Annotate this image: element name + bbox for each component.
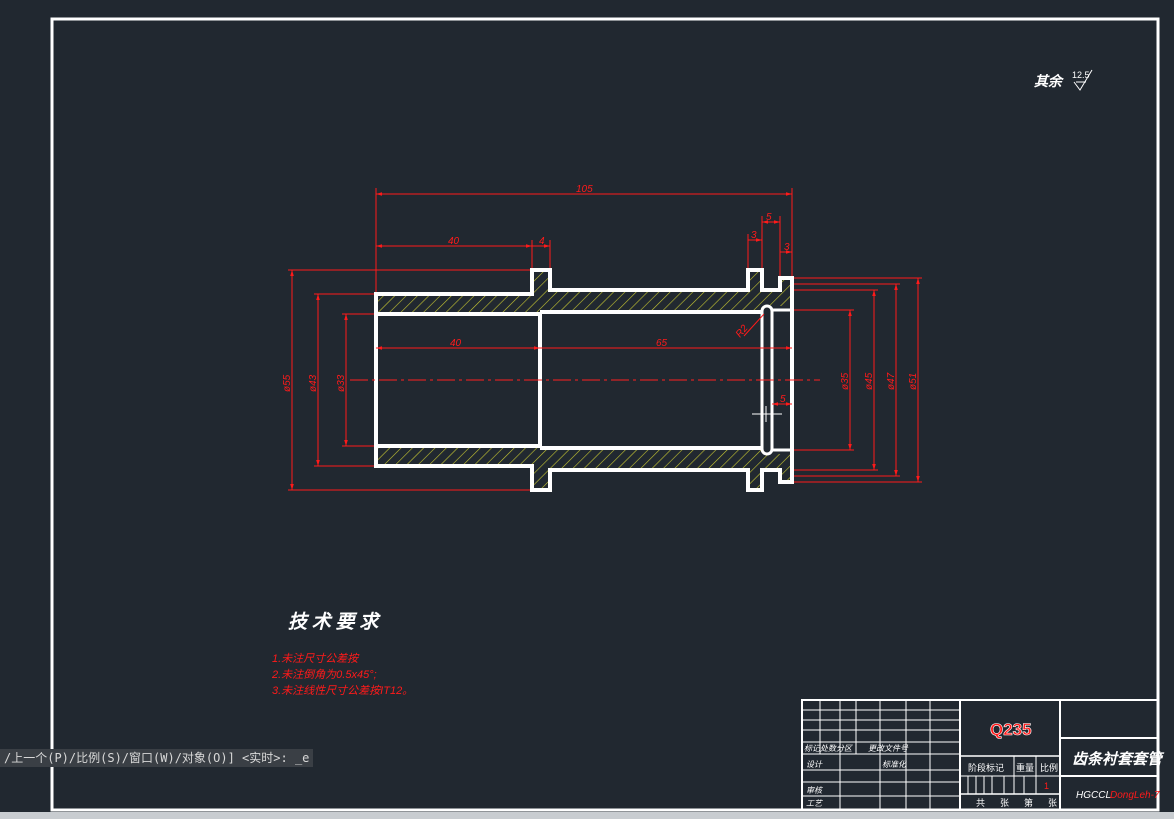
dim-d51: ø51 [908,373,919,390]
tech-item-1: 1.未注尺寸公差按 [272,652,360,665]
sheet-unit-label: 张 [1000,798,1009,808]
dim-3b: 3 [784,242,790,253]
dim-d47: ø47 [886,372,897,390]
status-strip [0,812,1174,819]
design-label: 设计 [806,760,823,769]
sheet-total-label: 共 [976,798,985,808]
sheet-unit2-label: 张 [1048,798,1057,808]
command-line[interactable]: /上一个(P)/比例(S)/窗口(W)/对象(O)] <实时>: _e [0,749,314,767]
weight-label: 重量 [1016,762,1034,773]
stage-mark-label: 阶段标记 [968,762,1004,773]
check-label: 审核 [806,786,824,795]
dim-4: 4 [539,236,545,247]
dim-5-small: 5 [780,394,786,405]
outer-contour [374,268,794,492]
part-name: 齿条衬套套管 [1072,751,1165,768]
drawing-code: HGCCL [1076,790,1111,801]
tech-requirements: 技 术 要 求 1.未注尺寸公差按 2.未注倒角为0.5x45°; 3.未注线性… [271,611,413,697]
sheet-no-label: 第 [1024,797,1033,808]
scale-label: 比例 [1040,762,1058,773]
outer-frame [50,17,1160,812]
dim-d35: ø35 [840,372,851,390]
dim-65: 65 [656,338,668,349]
dimensions [288,188,922,491]
tech-item-3: 3.未注线性尺寸公差按IT12。 [272,684,413,697]
tech-title: 技 术 要 求 [288,611,381,633]
scale-value: 1 [1044,781,1049,791]
material-label: Q235 [990,720,1032,739]
dim-5: 5 [766,212,772,223]
title-block-text: Q235 齿条衬套套管 HGCCL DongLeh-7 阶段标记 重量 比例 1… [804,720,1165,808]
title-block [801,699,1159,811]
roughness-note: 其余 12.5 [1034,69,1093,91]
dim-d45: ø45 [864,372,875,390]
roughness-label: 其余 [1034,73,1065,90]
dim-d33: ø33 [336,374,347,392]
dim-d43: ø43 [308,374,319,392]
roughness-symbol-icon [1073,69,1093,91]
revision-extra-label: 更改文件号 [868,744,909,753]
process-label: 工艺 [806,799,823,808]
standard-label: 标准化 [882,760,907,769]
dim-105: 105 [576,184,593,195]
roughness-value: 12.5 [1072,70,1090,80]
tech-item-2: 2.未注倒角为0.5x45°; [271,668,377,681]
dim-40-inner: 40 [450,338,462,349]
dim-r2: R2 [734,323,751,340]
drawing-suffix: DongLeh-7 [1110,790,1160,801]
dim-d55: ø55 [282,374,293,392]
dim-40-top: 40 [448,236,460,247]
dim-3a: 3 [751,230,757,241]
part-section[interactable] [374,268,794,492]
revision-label: 标记处数分区 [804,744,853,753]
